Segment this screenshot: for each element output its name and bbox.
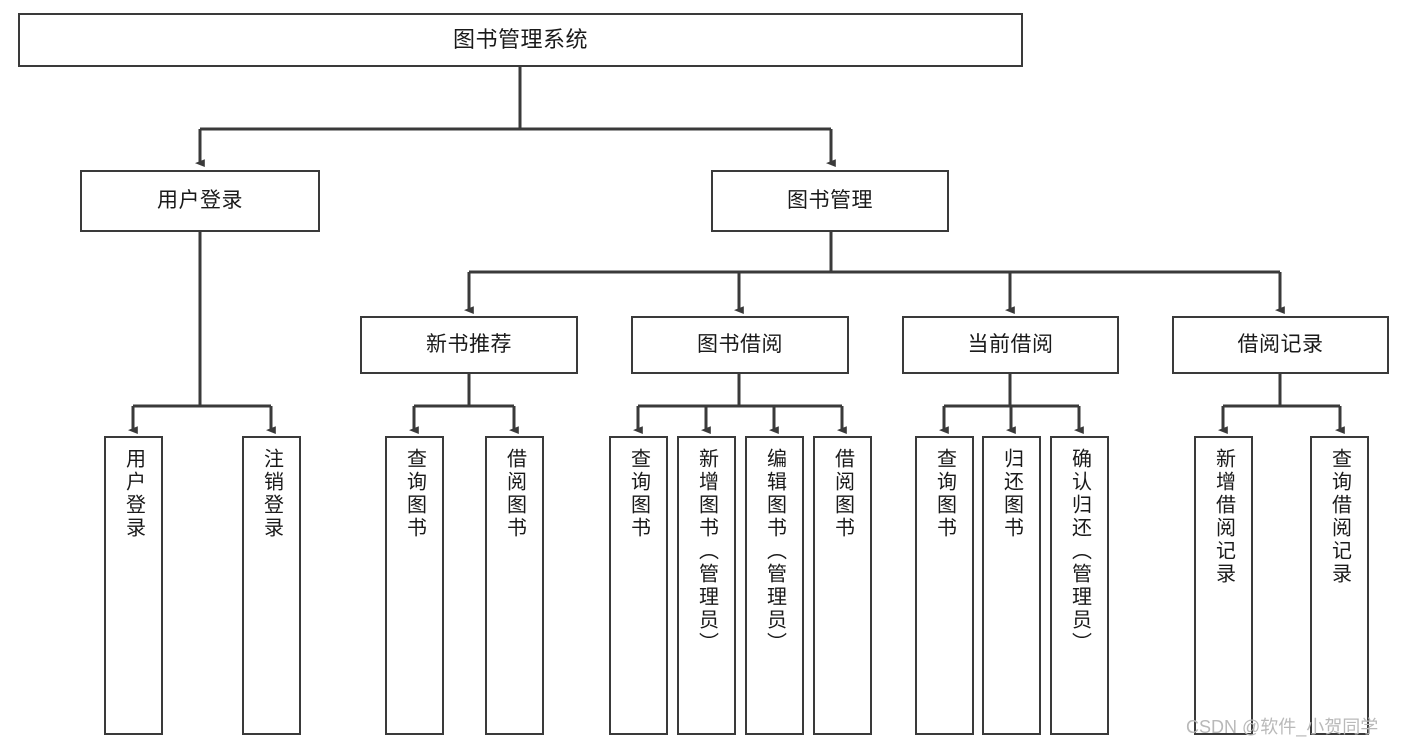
node-current-borrow[interactable]: 当前借阅 bbox=[902, 316, 1119, 374]
node-leaf-borrow-add-book[interactable]: 新增图书（管理员） bbox=[677, 436, 736, 735]
node-new-book-recommend[interactable]: 新书推荐 bbox=[360, 316, 578, 374]
csdn-watermark: CSDN @软件_小贺同学 bbox=[1186, 717, 1379, 737]
node-label: 图书借阅 bbox=[697, 332, 783, 356]
node-label: 新书推荐 bbox=[426, 332, 512, 356]
node-leaf-recommend-query-book[interactable]: 查询图书 bbox=[385, 436, 444, 735]
node-label: 当前借阅 bbox=[967, 332, 1054, 356]
node-leaf-borrow-borrow-book[interactable]: 借阅图书 bbox=[813, 436, 872, 735]
node-leaf-current-confirm-return[interactable]: 确认归还（管理员） bbox=[1050, 436, 1109, 735]
node-label: 借阅记录 bbox=[1237, 332, 1324, 356]
node-leaf-current-return-book[interactable]: 归还图书 bbox=[982, 436, 1041, 735]
node-label: 借阅图书 bbox=[831, 448, 854, 540]
node-leaf-user-login[interactable]: 用户登录 bbox=[104, 436, 163, 735]
node-book-management[interactable]: 图书管理 bbox=[711, 170, 949, 232]
node-leaf-user-logout[interactable]: 注销登录 bbox=[242, 436, 301, 735]
node-book-borrow[interactable]: 图书借阅 bbox=[631, 316, 849, 374]
node-leaf-record-add-record[interactable]: 新增借阅记录 bbox=[1194, 436, 1253, 735]
node-label: 注销登录 bbox=[260, 448, 283, 540]
node-label: 查询借阅记录 bbox=[1328, 448, 1351, 586]
node-label: 新增图书（管理员） bbox=[695, 448, 718, 655]
node-user-login[interactable]: 用户登录 bbox=[80, 170, 320, 232]
node-leaf-recommend-borrow-book[interactable]: 借阅图书 bbox=[485, 436, 544, 735]
node-label: 新增借阅记录 bbox=[1212, 448, 1235, 586]
node-label: 用户登录 bbox=[157, 188, 243, 212]
node-label: 编辑图书（管理员） bbox=[763, 448, 786, 655]
node-label: 用户登录 bbox=[122, 448, 145, 540]
node-label: 图书管理系统 bbox=[452, 27, 588, 53]
node-leaf-record-query-record[interactable]: 查询借阅记录 bbox=[1310, 436, 1369, 735]
node-label: 图书管理 bbox=[787, 188, 873, 212]
node-leaf-borrow-query-book[interactable]: 查询图书 bbox=[609, 436, 668, 735]
node-borrow-record[interactable]: 借阅记录 bbox=[1172, 316, 1389, 374]
node-label: 借阅图书 bbox=[503, 448, 526, 540]
node-leaf-borrow-edit-book[interactable]: 编辑图书（管理员） bbox=[745, 436, 804, 735]
node-leaf-current-query-book[interactable]: 查询图书 bbox=[915, 436, 974, 735]
node-label: 查询图书 bbox=[403, 448, 426, 540]
node-root-book-management-system[interactable]: 图书管理系统 bbox=[18, 13, 1023, 67]
node-label: 查询图书 bbox=[933, 448, 956, 540]
node-label: 归还图书 bbox=[1000, 448, 1023, 540]
node-label: 确认归还（管理员） bbox=[1068, 448, 1091, 655]
node-label: 查询图书 bbox=[627, 448, 650, 540]
